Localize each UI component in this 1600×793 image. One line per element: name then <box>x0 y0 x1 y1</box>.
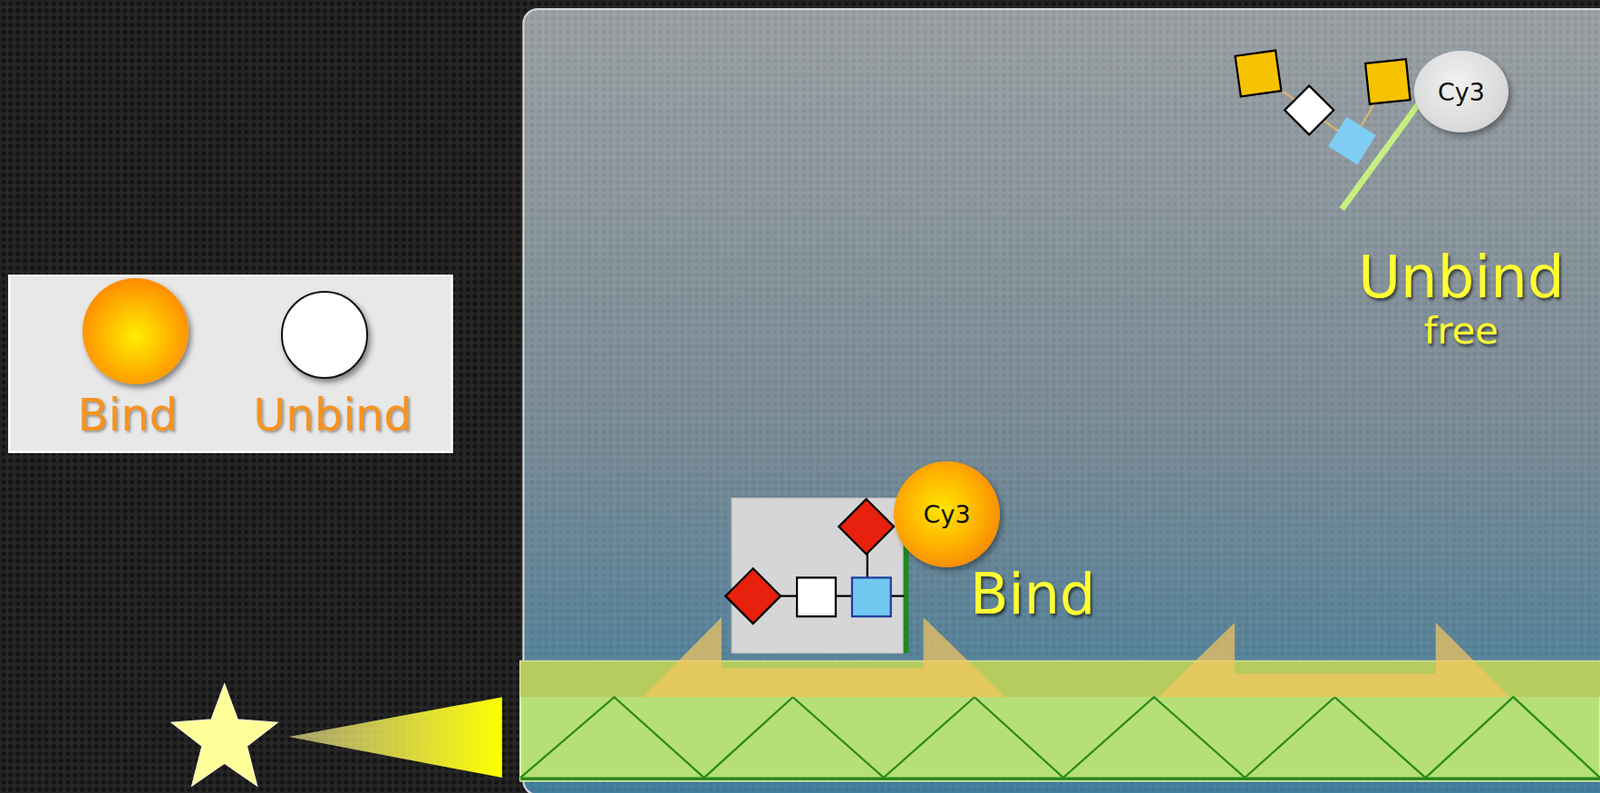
sialic-diamond <box>725 568 781 624</box>
dye-label: Cy3 <box>1437 77 1485 107</box>
hexose-square <box>796 577 836 617</box>
sialic-diamond <box>838 499 894 555</box>
glcnac-square <box>852 577 892 617</box>
legend-swatch <box>281 290 369 379</box>
legend-box <box>9 275 453 453</box>
glcnac-square <box>1328 116 1377 165</box>
cy3-dye-unbound: Cy3 <box>1414 50 1509 133</box>
prism-zigzag <box>520 697 1600 778</box>
galnac-square <box>1365 58 1410 105</box>
light-beam <box>289 697 503 778</box>
legend-label: Unbind <box>252 393 413 439</box>
legend-label: Bind <box>77 393 178 439</box>
state-label: Unbind <box>1357 248 1565 307</box>
linker-line <box>903 545 910 653</box>
state-label: Bind <box>969 567 1096 624</box>
state-note: free <box>1424 311 1499 350</box>
legend-swatch <box>82 278 189 385</box>
field-well <box>1158 622 1511 698</box>
galnac-square <box>1234 50 1281 97</box>
dye-label: Cy3 <box>923 500 971 529</box>
light-source-star <box>171 684 278 787</box>
hexose-diamond <box>1284 86 1334 136</box>
cy3-dye-bound: Cy3 <box>893 461 1000 568</box>
substrate-edge <box>520 777 1600 781</box>
